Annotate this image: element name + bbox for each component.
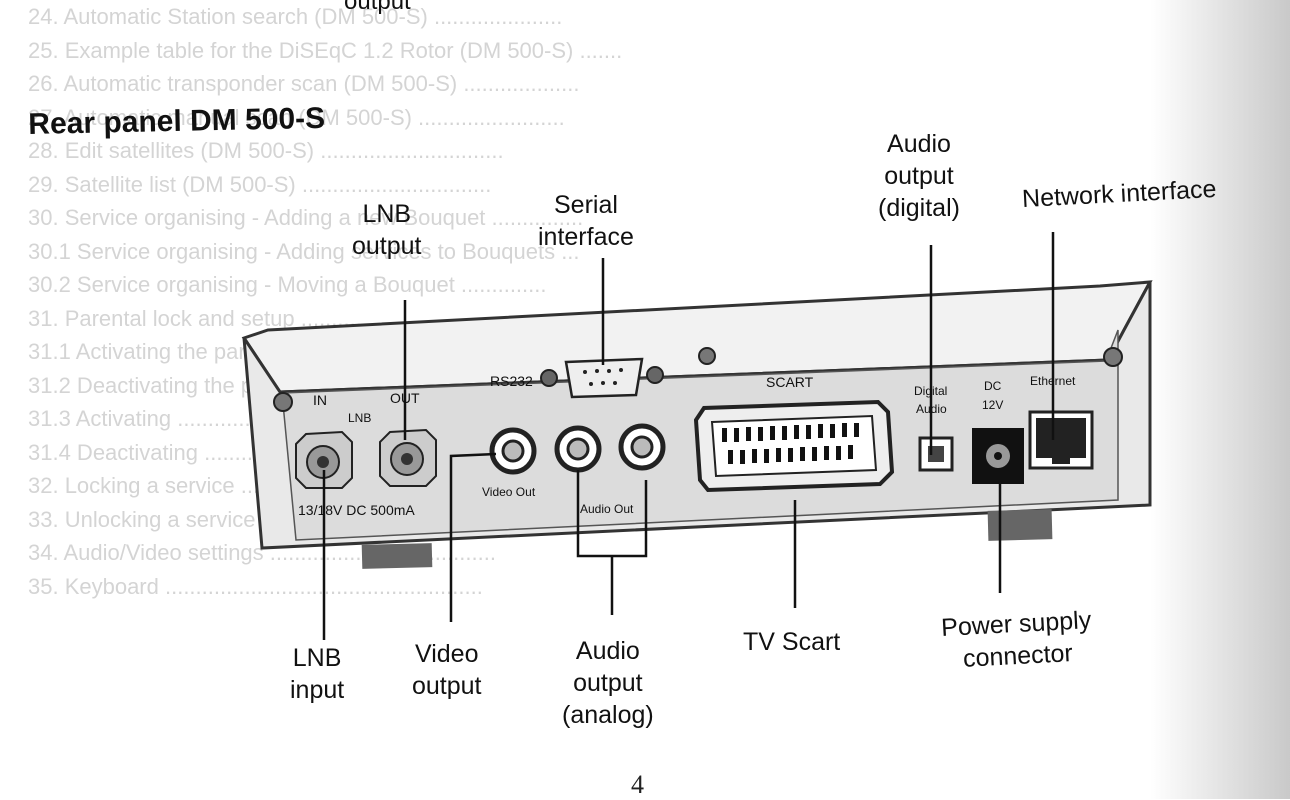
callout-lnb-output: LNB output (352, 198, 422, 262)
panel-label-scart: SCART (766, 374, 814, 390)
previous-label-fragment: output (344, 0, 411, 15)
screw-icon (273, 392, 293, 412)
panel-label-out: OUT (390, 390, 420, 406)
callout-text: interface (538, 223, 634, 251)
ghost-line: 35. Keyboard ...........................… (28, 573, 483, 599)
ghost-line: 26. Automatic transponder scan (DM 500-S… (28, 71, 580, 96)
panel-label-12v: 12V (982, 398, 1003, 412)
callout-text: LNB (362, 200, 412, 228)
device-foot-left (361, 543, 433, 569)
callout-lnb-input: LNB input (290, 642, 344, 706)
callout-power-supply: Power supply connector (940, 604, 1093, 676)
rs232-port-icon (540, 357, 664, 399)
callout-text: Audio (575, 637, 640, 665)
callout-text: output (352, 232, 422, 260)
callout-serial-interface: Serial interface (538, 189, 634, 253)
callout-text: input (290, 676, 345, 704)
callout-text: (digital) (878, 194, 960, 222)
screw-icon (698, 347, 716, 365)
panel-label-digital: Digital (914, 384, 947, 398)
callout-tv-scart: TV Scart (743, 626, 840, 658)
panel-label-video-out: Video Out (482, 485, 536, 499)
panel-label-rs232: RS232 (490, 373, 533, 389)
ghost-line: 30.2 Service organising - Moving a Bouqu… (28, 272, 547, 297)
panel-label-ethernet: Ethernet (1030, 374, 1076, 388)
dc-power-jack-icon (972, 428, 1024, 484)
leader-line-video-output (449, 452, 497, 622)
panel-label-voltage: 13/18V DC 500mA (298, 502, 415, 518)
page-number: 4 (631, 770, 644, 799)
callout-video-output: Video output (412, 638, 482, 702)
ghost-line: 28. Edit satellites (DM 500-S) .........… (28, 138, 504, 163)
ghost-line: 30.1 Service organising - Adding service… (28, 238, 580, 264)
ghost-line: 27. Automatic manual scan (DM 500-S) ...… (28, 104, 565, 130)
callout-text: Video (415, 640, 479, 668)
device-foot-right (987, 509, 1053, 541)
callout-text: (analog) (562, 701, 654, 729)
panel-label-lnb: LNB (348, 411, 371, 425)
ethernet-port-icon (1028, 410, 1094, 470)
callout-text: LNB (292, 644, 342, 672)
ghost-line: 30. Service organising - Adding a new Bo… (28, 205, 584, 230)
callout-text: output (573, 669, 643, 697)
callout-text: TV Scart (743, 628, 841, 656)
ghost-line: 24. Automatic Station search (DM 500-S) … (28, 4, 563, 29)
lnb-output-connector-icon (379, 428, 437, 487)
optical-audio-port-icon (918, 436, 954, 472)
callout-audio-output-analog: Audio output (analog) (562, 635, 654, 731)
callout-audio-output-digital: Audio output (digital) (878, 128, 960, 224)
scart-connector-icon (693, 399, 895, 493)
callout-text: Serial (553, 191, 618, 219)
callout-text: output (884, 162, 954, 190)
video-out-jack-icon (489, 427, 537, 475)
ghost-line: 29. Satellite list (DM 500-S) ..........… (28, 171, 492, 197)
panel-label-dc: DC (984, 379, 1002, 393)
callout-text: Audio (887, 130, 951, 158)
lnb-input-connector-icon (295, 430, 353, 489)
screw-icon (1103, 347, 1123, 367)
audio-out-right-jack-icon (618, 423, 666, 471)
audio-out-left-jack-icon (554, 425, 602, 473)
callout-text: output (412, 672, 482, 700)
panel-label-audio-out: Audio Out (580, 502, 634, 516)
panel-label-audio: Audio (916, 402, 947, 416)
panel-label-in: IN (313, 392, 327, 408)
ghost-line: 25. Example table for the DiSEqC 1.2 Rot… (28, 37, 623, 63)
